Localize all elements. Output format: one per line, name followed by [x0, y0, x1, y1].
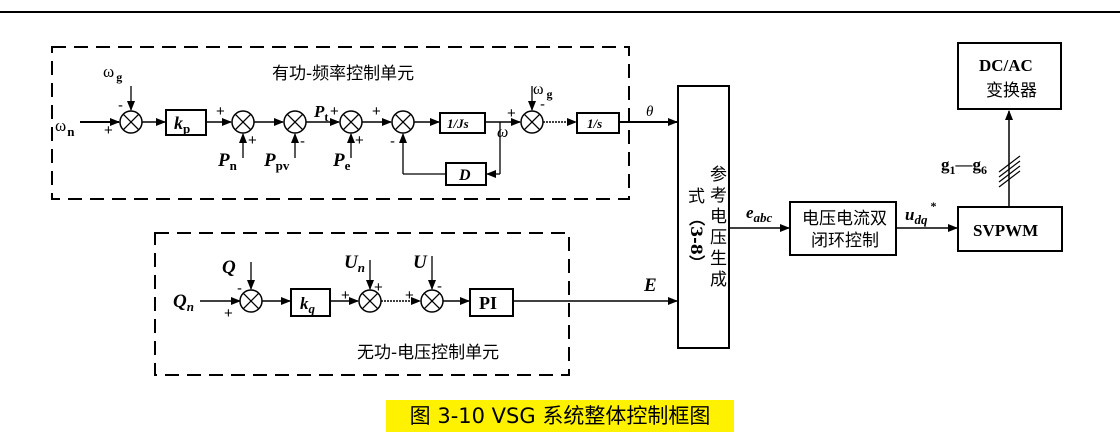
- sum-junction-1: [119, 110, 143, 134]
- q3-top-sign: -: [437, 278, 442, 295]
- omega-n-label: ωn: [55, 116, 75, 139]
- udq-label: udq*: [905, 199, 936, 227]
- sum-junction-2: [231, 110, 255, 134]
- s4-top-sign: +: [330, 103, 339, 120]
- pe-label: Pe: [332, 150, 351, 173]
- current-ctrl-line2: 闭环控制: [811, 231, 879, 251]
- pf-unit-title: 有功-频率控制单元: [272, 64, 414, 84]
- kq-block: [290, 288, 331, 317]
- ref-gen-char-5: 生: [710, 249, 727, 269]
- omega-label: ω: [497, 124, 508, 141]
- dcac-line2: 变换器: [986, 81, 1037, 101]
- integrator-label: 1/s: [587, 116, 602, 131]
- gate-bus-slash-1: [998, 170, 1021, 188]
- s2-top-sign: +: [216, 103, 225, 120]
- q1-left-sign: +: [224, 305, 233, 322]
- q2-top-sign: +: [374, 279, 383, 296]
- q1-top-sign: -: [237, 280, 242, 297]
- ref-gen-char-6: 成: [710, 270, 727, 290]
- ref-gen-char-4: 压: [710, 228, 727, 248]
- s5-top-sign: +: [372, 103, 381, 120]
- s6-top-sign: -: [540, 96, 545, 113]
- qv-unit-title: 无功-电压控制单元: [357, 343, 499, 363]
- q2-left-sign: +: [341, 287, 350, 304]
- un-label: Un: [344, 252, 365, 275]
- ref-gen-char-3: 电: [710, 207, 727, 227]
- gate-signal-label: g1—g6: [941, 155, 987, 177]
- svpwm-label: SVPWM: [973, 221, 1038, 240]
- current-ctrl-line1: 电压电流双: [802, 209, 887, 229]
- eabc-label: eabc: [746, 203, 773, 225]
- kp-label: kp: [174, 113, 190, 136]
- gate-bus-slash-2: [998, 165, 1021, 183]
- s6-left-sign: +: [507, 105, 516, 122]
- theta-label: θ: [646, 104, 654, 120]
- kp-block: [165, 109, 207, 136]
- inv-js-block: [439, 112, 486, 134]
- ref-gen-eq-num: （3-8）: [687, 210, 706, 271]
- q-sum-junction-1: [239, 289, 263, 313]
- dcac-block: [957, 42, 1062, 110]
- ref-gen-block: [677, 85, 730, 349]
- qn-label: Qn: [173, 291, 194, 314]
- q-label: Q: [222, 257, 236, 278]
- gate-bus-slash-4: [998, 155, 1021, 173]
- kq-label: kq: [300, 294, 316, 316]
- s2-bottom-sign: +: [248, 132, 257, 149]
- s4-bottom-sign: +: [355, 132, 364, 149]
- s3-bottom-sign: -: [300, 133, 305, 150]
- pn-label: Pn: [217, 150, 238, 173]
- sum-junction-3: [283, 110, 307, 134]
- svpwm-block: [957, 206, 1063, 252]
- gate-bus-slash-3: [998, 160, 1021, 178]
- pi-block: [469, 288, 514, 317]
- ref-gen-char-1: 参: [710, 165, 727, 185]
- u-label: U: [413, 252, 428, 273]
- sum-junction-6: [520, 110, 544, 134]
- q-sum-junction-2: [358, 289, 382, 313]
- pt-label: Pt: [313, 102, 328, 124]
- dcac-line1: DC/AC: [979, 56, 1033, 75]
- sum-junction-4: [339, 110, 363, 134]
- caption-highlight: [386, 400, 734, 432]
- s1-top-sign: -: [118, 97, 123, 114]
- s1-left-sign: +: [104, 122, 113, 139]
- q3-left-sign: +: [405, 287, 414, 304]
- figure-caption: 图 3-10 VSG 系统整体控制框图: [409, 404, 711, 428]
- inv-js-label: 1/Js: [447, 116, 469, 131]
- s5-bottom-sign: -: [390, 133, 395, 150]
- e-label: E: [643, 275, 657, 296]
- qv-unit-border: [154, 232, 570, 376]
- ref-gen-eq-char: 式: [688, 187, 705, 207]
- damping-label: D: [458, 167, 471, 184]
- pi-label: PI: [479, 293, 497, 313]
- ref-gen-char-2: 考: [710, 186, 727, 206]
- sum-junction-5: [391, 110, 415, 134]
- ppv-label: Ppv: [263, 150, 290, 173]
- pf-unit-border: [51, 46, 630, 200]
